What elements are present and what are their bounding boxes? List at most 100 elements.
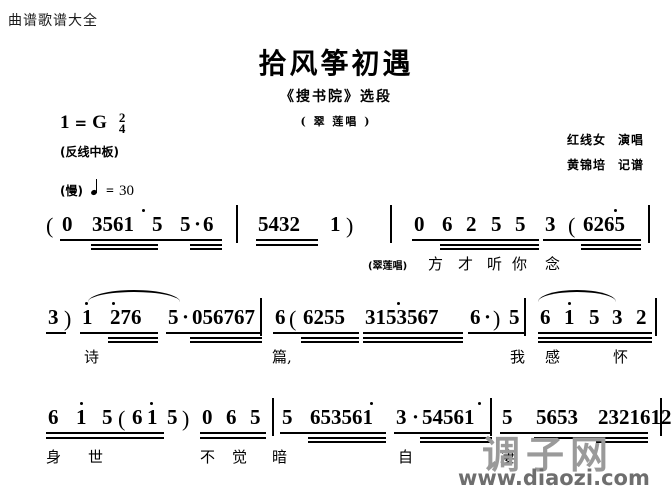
note-group: 5 [282,405,293,429]
meter-numerator: 2 [118,110,126,125]
note-group: 5 [167,405,178,429]
credit-row: 黄锦培记谱 [567,153,644,178]
note-group: 6 [275,305,286,329]
note-group: 3 [396,405,407,429]
beam [538,341,652,343]
lyric-row: 诗篇,我感怀 [0,344,672,374]
credit-name: 黄锦培 [566,158,606,172]
note-group: · [484,305,492,329]
tempo-equals: = [105,184,114,199]
barline [236,205,238,243]
credit-role: 记谱 [617,158,644,172]
note-group: 6 [203,212,214,236]
beam [440,248,539,250]
note-group: 6 [540,305,551,329]
lyric-syllable: 感 [545,348,561,366]
octave-dot [478,402,481,405]
note-group: 6 [442,212,453,236]
lyric-row: (翠莲唱)方才听你念 [0,251,672,281]
note-group: 6 [226,405,237,429]
beam [468,332,524,334]
octave-dot [370,402,373,405]
slur [88,290,180,302]
beam [108,341,158,343]
note-group: ( [289,306,297,331]
beam [538,337,652,339]
note-group: 5 [102,405,113,429]
beam [538,332,652,334]
beam [200,437,266,439]
style-marking: (反线中板) [60,145,119,159]
page-title: 拾风筝初遇 [258,47,414,80]
beam [596,441,648,443]
note-group: 3 [612,305,623,329]
key-signature-block: 1 = G 2 4 (反线中板) [60,110,125,160]
beam [80,332,158,334]
note-group: 6 [132,405,143,429]
beam [308,437,386,439]
note-group: 0 [62,212,73,236]
note-group: 2 [636,305,647,329]
note-group: 276 [110,305,142,329]
note-group: 5 [589,305,600,329]
note-group: ( [568,213,576,238]
lyric-syllable: 凄 [500,448,516,466]
note-group: 3 [48,305,59,329]
note-group: 3153567 [365,305,439,329]
note-group: 5 [509,305,520,329]
beam [108,337,158,339]
octave-dot [80,402,83,405]
beam [46,437,164,439]
note-group: 3561 [92,212,134,236]
note-group: ) [182,406,190,431]
beam [500,432,648,434]
note-group: 1 [82,305,93,329]
beam [150,239,222,241]
barline [490,398,492,436]
note-group: 5 [515,212,526,236]
note-group: 1 [330,212,341,236]
beam [190,248,222,250]
key-line: 1 = G 2 4 [60,110,125,136]
note-group: ) [64,306,72,331]
barline [272,398,274,436]
lyric-syllable: 暗 [272,448,288,466]
beam [46,332,66,334]
note-group: 0 [414,212,425,236]
lyric-syllable: 世 [88,448,104,466]
beam [412,239,539,241]
lyric-syllable: (翠莲唱) [368,261,408,272]
note-group: 0 [202,405,213,429]
beam [273,332,359,334]
note-group: 5 [250,405,261,429]
note-group: 5 [502,405,513,429]
lyric-syllable: 诗 [84,348,100,366]
tempo-word: (慢) [60,184,83,198]
note-group: 653561 [310,405,373,429]
note-group: 1 [76,405,87,429]
tempo-marking: (慢) = 30 [60,179,134,200]
note-group: · [412,405,420,429]
note-group: 5 [491,212,502,236]
beam [190,244,222,246]
lyric-syllable: 我 [510,348,526,366]
lyric-syllable: 身 [46,448,62,466]
beam [190,341,262,343]
credit-row: 红线女演唱 [567,128,644,153]
beam [363,341,463,343]
note-group: 6 [470,305,481,329]
beam [363,332,463,334]
note-group: 5432 [258,212,300,236]
note-group: 5 [152,212,163,236]
beam [543,239,641,241]
note-group: 23216123 [598,405,672,429]
note-group: 5 [168,305,179,329]
time-signature: 2 4 [118,110,126,135]
lyric-syllable: 听 [487,255,503,273]
subtitle: 《搜书院》选段 [280,89,392,105]
note-group: · [194,212,202,236]
